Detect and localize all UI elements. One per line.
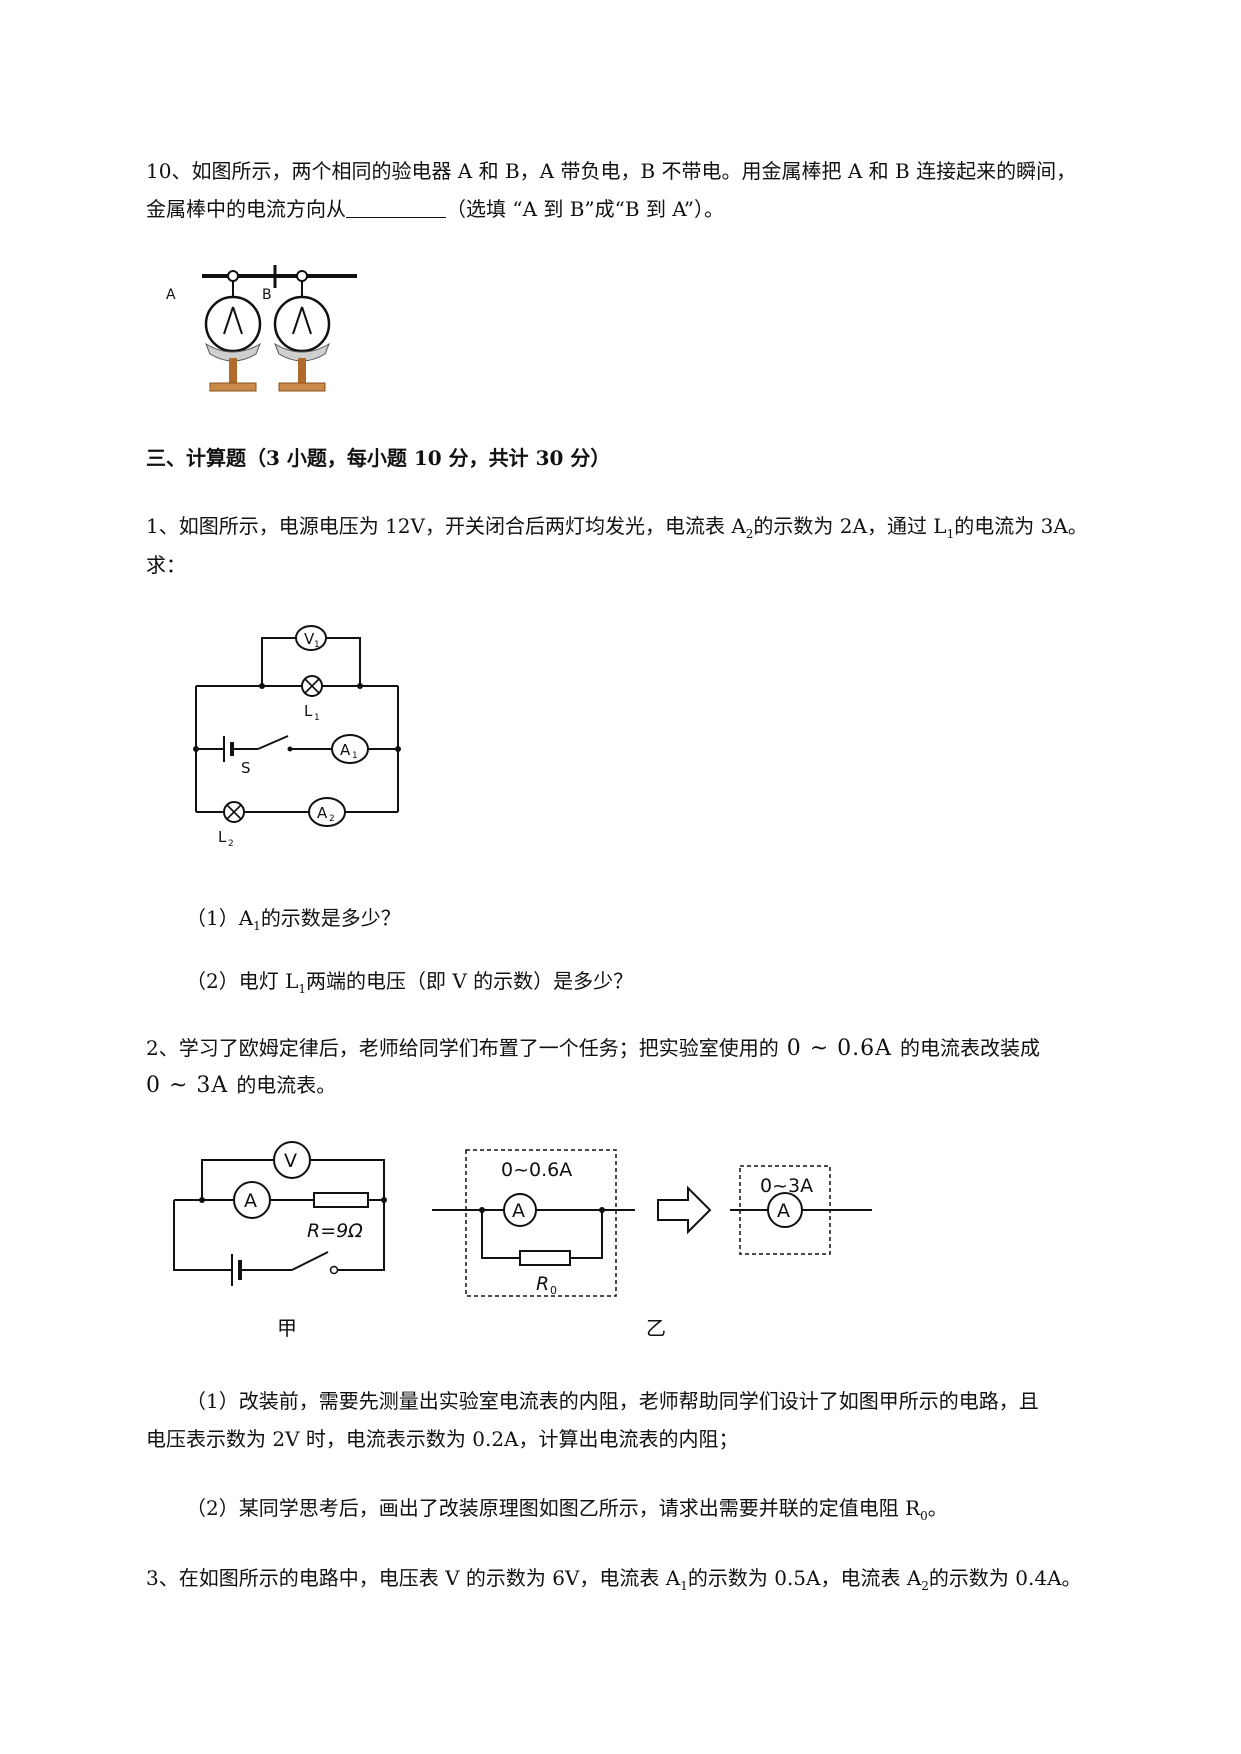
yi-range-label: 0~0.6A bbox=[501, 1159, 572, 1181]
c1-line1-b: 的示数为 2A，通过 L bbox=[753, 514, 947, 538]
yi-a-label: A bbox=[512, 1200, 525, 1222]
c1-line1-a: 1、如图所示，电源电压为 12V，开关闭合后两灯均发光，电流表 A bbox=[146, 514, 746, 538]
c3-line1-a: 3、在如图所示的电路中，电压表 V 的示数为 6V，电流表 A bbox=[146, 1566, 681, 1590]
figure-jia-caption: 甲 bbox=[277, 1316, 297, 1340]
electroscope-a: A bbox=[166, 270, 262, 392]
c2-line1: 2、学习了欧姆定律后，老师给同学们布置了一个任务；把实验室使用的 0 ~ 0.6A… bbox=[146, 1033, 1040, 1064]
c1-q2-a: （2）电灯 L bbox=[186, 969, 299, 993]
circuit-diagram-jia: V A R=9Ω 甲 bbox=[173, 1141, 387, 1340]
c1-q1-sub: 1 bbox=[253, 919, 261, 933]
c2-line1-b: 的电流表改装成 bbox=[900, 1036, 1041, 1060]
yi-ammeter: A bbox=[503, 1193, 537, 1227]
ammeter-a: A bbox=[233, 1181, 271, 1219]
c2-line1-a: 2、学习了欧姆定律后，老师给同学们布置了一个任务；把实验室使用的 bbox=[146, 1036, 779, 1060]
electroscope-b: B bbox=[262, 270, 331, 392]
c2-range-small: 0 ~ 0.6A bbox=[786, 1036, 893, 1061]
resistor-r0-label: R bbox=[536, 1273, 549, 1295]
c1-question-2: （2）电灯 L1两端的电压（即 V 的示数）是多少？ bbox=[186, 966, 633, 1004]
c2-q2-b: 。 bbox=[927, 1496, 948, 1520]
c1-question-1: （1）A1的示数是多少？ bbox=[186, 903, 401, 941]
ammeter-a1: A 1 bbox=[331, 734, 369, 764]
electroscope-b-label: B bbox=[262, 287, 272, 303]
c3-line1-b: 的示数为 0.5A，电流表 A bbox=[687, 1566, 922, 1590]
a1-sub: 1 bbox=[352, 751, 358, 761]
q10-line2: 金属棒中的电流方向从 （选填 “A 到 B”成“B 到 A”）。 bbox=[146, 194, 724, 224]
converted-a-label: A bbox=[777, 1200, 790, 1222]
q10-line2-post: （选填 “A 到 B”成“B 到 A”）。 bbox=[446, 197, 725, 221]
c2-q2-sub: 0 bbox=[920, 1509, 928, 1523]
circuit-diagram-1: V 1 L 1 S A 1 L 2 A 2 bbox=[193, 625, 401, 849]
q10-answer-blank[interactable] bbox=[346, 195, 446, 218]
c2-line2: 0 ~ 3A 的电流表。 bbox=[138, 1070, 336, 1101]
c2-question-1-line1: （1）改装前，需要先测量出实验室电流表的内阻，老师帮助同学们设计了如图甲所示的电… bbox=[186, 1389, 1039, 1413]
voltmeter-v: V bbox=[273, 1141, 311, 1179]
converted-ammeter: A bbox=[767, 1192, 803, 1228]
switch-s-label: S bbox=[241, 759, 251, 777]
c1-q2-sub: 1 bbox=[298, 982, 307, 996]
arrow-right-icon bbox=[657, 1185, 712, 1235]
section-title: 三、计算题（3 小题，每小题 10 分，共计 30 分） bbox=[146, 446, 611, 470]
q10-line2-pre: 金属棒中的电流方向从 bbox=[146, 197, 346, 221]
lamp-l1: L 1 bbox=[301, 675, 323, 723]
c1-line1-sub2: 1 bbox=[946, 527, 955, 541]
figure-yi-caption: 乙 bbox=[646, 1316, 666, 1340]
l2-label: L bbox=[218, 828, 227, 846]
l1-sub: 1 bbox=[314, 713, 320, 723]
c2-question-2: （2）某同学思考后，画出了改装原理图如图乙所示，请求出需要并联的定值电阻 R0。 bbox=[186, 1493, 948, 1531]
resistor-r0-sub: 0 bbox=[550, 1284, 557, 1297]
c1-q2-b: 两端的电压（即 V 的示数）是多少？ bbox=[306, 969, 634, 993]
jia-v-label: V bbox=[284, 1150, 297, 1172]
a1-label: A bbox=[340, 741, 351, 759]
c1-line2: 求： bbox=[146, 553, 186, 577]
q10-line1: 10、如图所示，两个相同的验电器 A 和 B，A 带负电，B 不带电。用金属棒把… bbox=[146, 159, 1077, 183]
c2-q2-a: （2）某同学思考后，画出了改装原理图如图乙所示，请求出需要并联的定值电阻 R bbox=[186, 1496, 921, 1520]
lamp-l2: L 2 bbox=[218, 801, 245, 849]
voltmeter-v1: V 1 bbox=[295, 625, 327, 651]
c3-line1-c: 的示数为 0.4A。 bbox=[928, 1566, 1082, 1590]
a2-sub: 2 bbox=[329, 814, 335, 824]
v1-label: V bbox=[304, 630, 315, 648]
c1-q1-b: 的示数是多少？ bbox=[260, 906, 401, 930]
electroscope-a-label: A bbox=[166, 287, 176, 303]
c1-line1: 1、如图所示，电源电压为 12V，开关闭合后两灯均发光，电流表 A2的示数为 2… bbox=[146, 511, 1088, 549]
l2-sub: 2 bbox=[228, 839, 234, 849]
c3-line1-sub1: 1 bbox=[680, 1579, 688, 1593]
c1-line1-c: 的电流为 3A。 bbox=[954, 514, 1088, 538]
c1-line1-sub1: 2 bbox=[745, 527, 754, 541]
electroscope-figure: A B bbox=[166, 265, 357, 392]
c2-question-1-line2: 电压表示数为 2V 时，电流表示数为 0.2A，计算出电流表的内阻； bbox=[146, 1427, 739, 1451]
circuit-diagram-yi: 0~0.6A A R 0 乙 0~3A A bbox=[432, 1149, 872, 1340]
c1-q1-a: （1）A bbox=[186, 906, 254, 930]
c2-line2-b: 的电流表。 bbox=[236, 1073, 337, 1097]
resistor-r-label: R=9Ω bbox=[307, 1220, 363, 1242]
v1-sub: 1 bbox=[314, 640, 320, 650]
c3-line1-sub2: 2 bbox=[921, 1579, 929, 1593]
ammeter-a2: A 2 bbox=[308, 797, 346, 827]
converted-range-label: 0~3A bbox=[760, 1175, 813, 1197]
jia-a-label: A bbox=[244, 1190, 257, 1212]
c3-line1: 3、在如图所示的电路中，电压表 V 的示数为 6V，电流表 A1的示数为 0.5… bbox=[146, 1563, 1082, 1601]
a2-label: A bbox=[317, 804, 328, 822]
l1-label: L bbox=[304, 702, 313, 720]
c2-range-large: 0 ~ 3A bbox=[146, 1073, 229, 1098]
